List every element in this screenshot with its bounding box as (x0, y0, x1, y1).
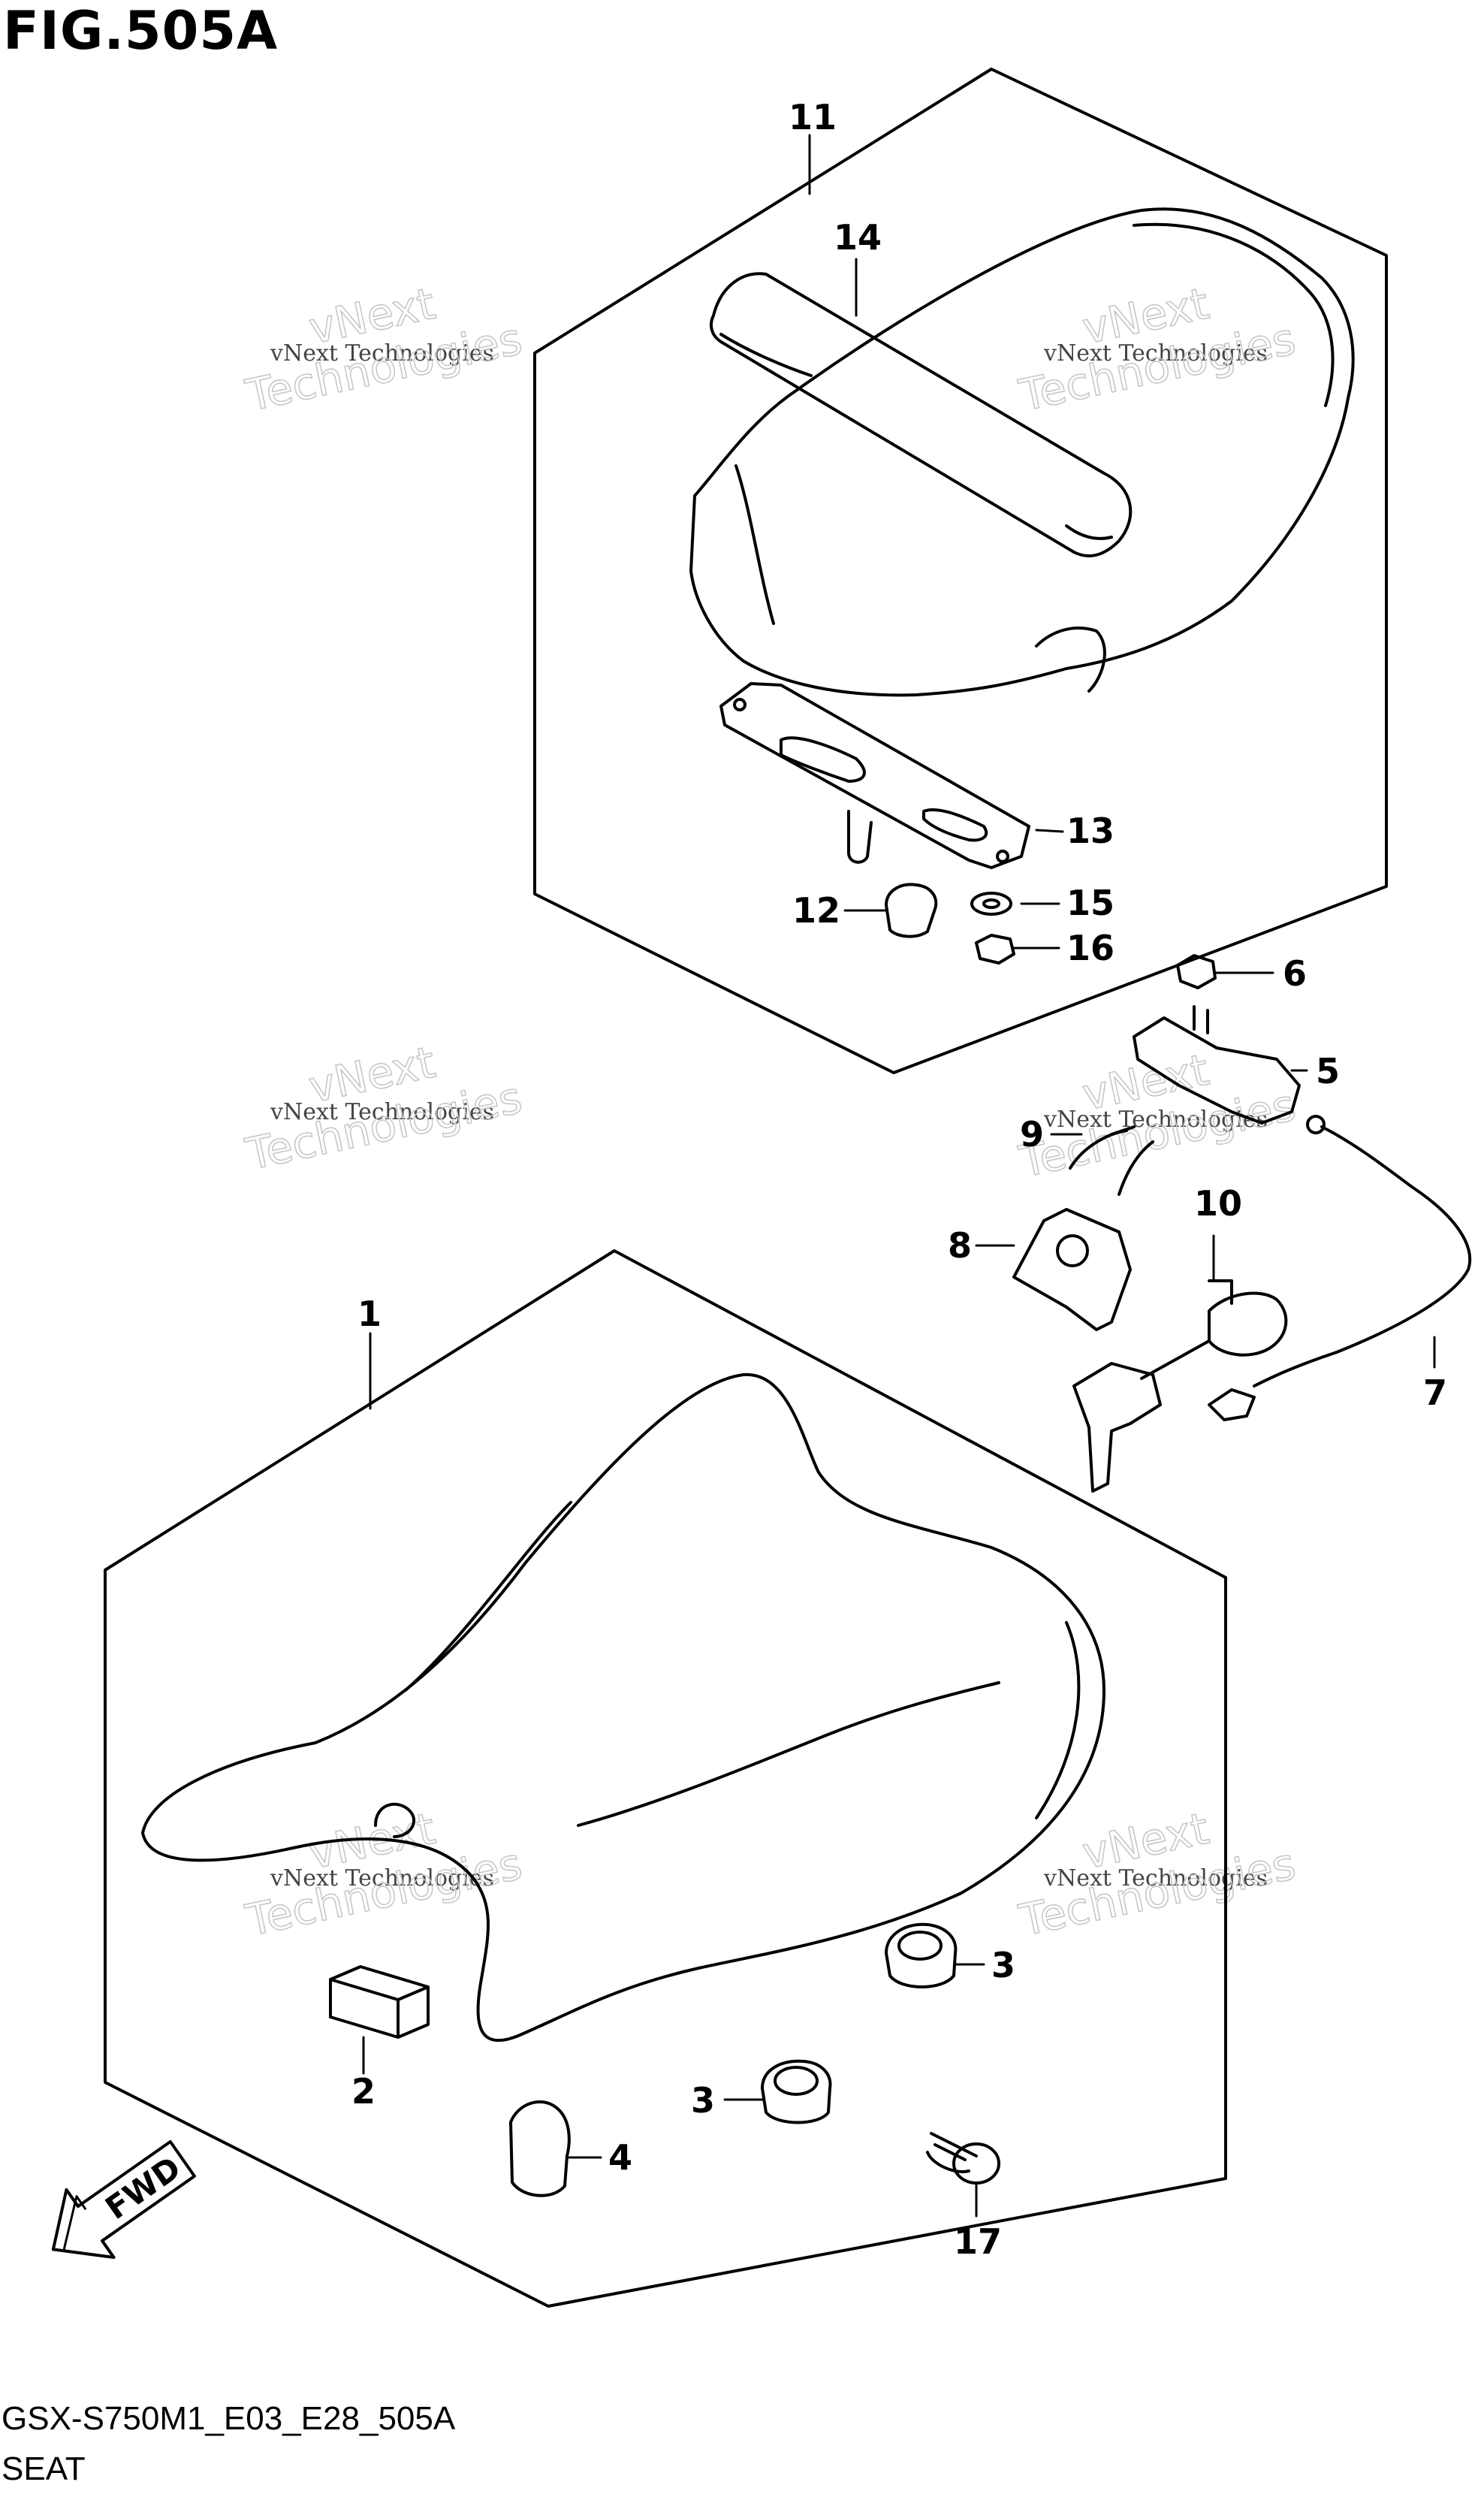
callout-7: 7 (1423, 1372, 1447, 1413)
callout-15: 15 (1066, 883, 1115, 923)
watermark-text: vNext Technologies (1043, 1865, 1268, 1892)
seat-pad (329, 1965, 430, 2039)
seat-bolt-head (952, 2142, 1000, 2185)
seat-cushion-rubber-top (774, 2066, 819, 2096)
callout-10: 10 (1194, 1183, 1242, 1224)
seat-cushion-hook (374, 1802, 415, 1838)
fwd-arrow: FWD (51, 2140, 196, 2260)
watermark-text: vNext Technologies (270, 1099, 494, 1125)
rear-seat-strap-inner (1065, 524, 1113, 540)
figure-caption: SEAT (2, 2450, 86, 2487)
seat-lock-post (1193, 1005, 1209, 1034)
rear-seat-bracket-slot (922, 808, 988, 842)
lock-cylinder (1208, 1291, 1288, 1357)
rear-seat-cushion-edge (734, 464, 775, 625)
callout-5: 5 (1316, 1051, 1340, 1092)
seat-cushion-edge (577, 1681, 1000, 1827)
rear-seat-cushion-edge (1133, 222, 1335, 407)
callout-8: 8 (948, 1225, 972, 1266)
seat-lock-cable-end (1306, 1115, 1326, 1134)
lock-bracket (1012, 1208, 1132, 1331)
rear-seat-cushion (689, 207, 1355, 697)
rear-seat-bracket-hole (733, 698, 747, 711)
rear-seat-bracket-hole (996, 850, 1009, 863)
rear-seat-bracket-slot (780, 736, 866, 783)
lock-key-shaft (1140, 1339, 1211, 1380)
callout-1: 1 (357, 1294, 382, 1334)
seat-cushion (141, 1372, 1105, 2043)
seat-cushion-edge (404, 1501, 572, 1692)
callout-3: 3 (691, 2080, 715, 2121)
lock-key (1072, 1362, 1162, 1493)
seat-cushion-rubber (761, 2059, 832, 2124)
seat-cushion-rubber (885, 1922, 958, 1988)
washer-hole (982, 898, 1000, 909)
cushion-damper (885, 883, 938, 938)
rear-seat-cushion-step (1035, 627, 1106, 693)
lock-cylinder-tab (1208, 1279, 1233, 1305)
callouts: 11 14 13 12 15 16 6 5 9 8 10 7 1 2 3 3 4… (351, 97, 1447, 2262)
callout-17: 17 (954, 2221, 1002, 2262)
seat-cushion-edge (1035, 1621, 1081, 1819)
callout-11: 11 (789, 97, 837, 137)
watermark-text: vNext Technologies (270, 1865, 494, 1892)
figure-title: FIG.505A (3, 0, 279, 62)
nut (975, 934, 1015, 965)
rear-seat-strap-inner (719, 333, 813, 377)
callout-13: 13 (1066, 811, 1115, 851)
callout-6: 6 (1283, 953, 1307, 994)
callout-14: 14 (834, 217, 882, 258)
callout-4: 4 (608, 2137, 632, 2178)
callout-2: 2 (351, 2071, 376, 2112)
seat-cushion-rubber-top (897, 1931, 943, 1961)
callout-9: 9 (1020, 1114, 1044, 1155)
callout-16: 16 (1066, 928, 1115, 968)
rear-seat-assembly-frame (533, 68, 1388, 1074)
rear-seat-strap (710, 272, 1133, 557)
callout-12: 12 (792, 890, 840, 931)
seat-bolt (926, 2132, 978, 2173)
lock-bracket-hole (1056, 1234, 1089, 1267)
seat-assembly-frame (104, 1249, 1227, 2308)
seat-lock-cable-end (1208, 1388, 1256, 1421)
watermark-text: vNext Technologies (270, 340, 494, 367)
seat-damper (509, 2100, 571, 2197)
leader-lines (362, 134, 1436, 2218)
seat-lock-cable (1253, 1125, 1472, 1387)
lock-spring (1069, 1125, 1154, 1196)
rear-seat-bracket (719, 682, 1030, 869)
lock-nut (1176, 954, 1217, 989)
seat-lock-body (1133, 1016, 1301, 1125)
watermark-text: vNext Technologies (1043, 340, 1268, 367)
washer (970, 892, 1012, 916)
figure-code: GSX-S750M1_E03_E28_505A (2, 2400, 456, 2437)
callout-3: 3 (991, 1945, 1015, 1985)
rear-seat-bracket-hook (847, 810, 873, 864)
